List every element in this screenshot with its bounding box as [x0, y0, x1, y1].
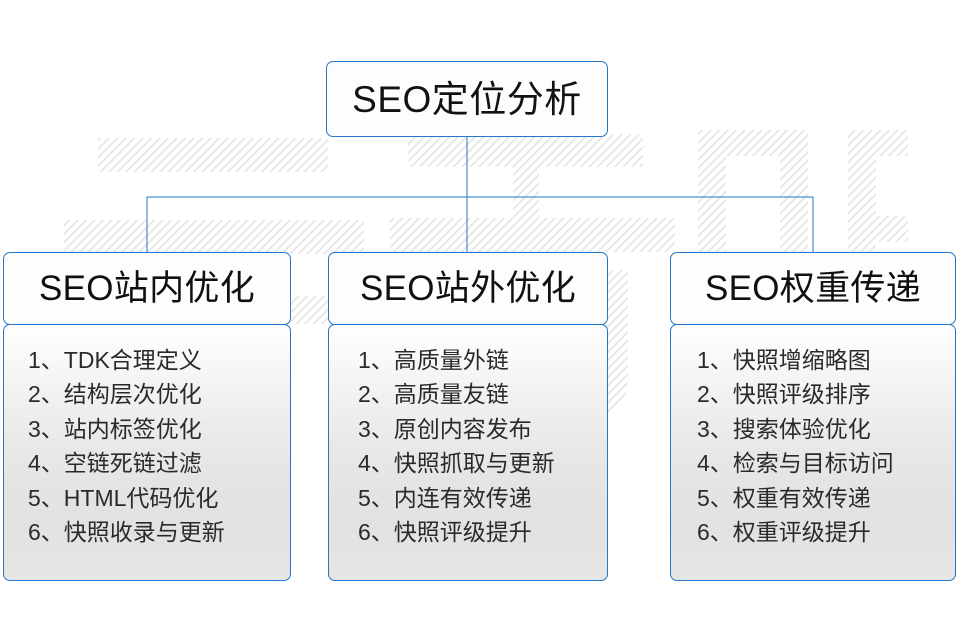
- list-item: 3、原创内容发布: [358, 415, 532, 442]
- column-header-label-1: SEO站内优化: [38, 269, 255, 308]
- column-seo-offsite: SEO站外优化 1、高质量外链 2、高质量友链 3、原创内容发布 4、快照抓取与…: [328, 252, 608, 581]
- list-item: 6、权重评级提升: [697, 519, 871, 546]
- list-item: 3、站内标签优化: [28, 415, 202, 442]
- column-seo-onsite: SEO站内优化 1、TDK合理定义 2、结构层次优化 3、站内标签优化 4、空链…: [3, 252, 291, 581]
- list-item: 1、快照增缩略图: [697, 346, 871, 373]
- list-item: 1、TDK合理定义: [28, 346, 202, 373]
- list-item: 4、空链死链过滤: [28, 450, 202, 477]
- list-item: 5、权重有效传递: [697, 484, 871, 511]
- list-item: 3、搜索体验优化: [697, 415, 871, 442]
- list-item: 5、内连有效传递: [358, 484, 532, 511]
- item-list-1: 1、TDK合理定义 2、结构层次优化 3、站内标签优化 4、空链死链过滤 5、H…: [4, 343, 290, 550]
- list-item: 6、快照评级提升: [358, 519, 532, 546]
- root-title-box[interactable]: SEO定位分析: [326, 61, 608, 137]
- list-item: 2、快照评级排序: [697, 381, 871, 408]
- list-item: 1、高质量外链: [358, 346, 509, 373]
- list-item: 2、高质量友链: [358, 381, 509, 408]
- item-list-2: 1、高质量外链 2、高质量友链 3、原创内容发布 4、快照抓取与更新 5、内连有…: [329, 343, 607, 550]
- column-seo-weight-transfer: SEO权重传递 1、快照增缩略图 2、快照评级排序 3、搜索体验优化 4、检索与…: [670, 252, 956, 581]
- column-header-1[interactable]: SEO站内优化: [3, 252, 291, 325]
- list-item: 2、结构层次优化: [28, 381, 202, 408]
- list-item: 6、快照收录与更新: [28, 519, 225, 546]
- list-item: 4、快照抓取与更新: [358, 450, 555, 477]
- list-item: 4、检索与目标访问: [697, 450, 894, 477]
- list-item: 5、HTML代码优化: [28, 484, 219, 511]
- column-header-3[interactable]: SEO权重传递: [670, 252, 956, 325]
- page-title: SEO定位分析: [352, 78, 582, 120]
- column-body-2: 1、高质量外链 2、高质量友链 3、原创内容发布 4、快照抓取与更新 5、内连有…: [328, 323, 608, 581]
- column-body-3: 1、快照增缩略图 2、快照评级排序 3、搜索体验优化 4、检索与目标访问 5、权…: [670, 323, 956, 581]
- item-list-3: 1、快照增缩略图 2、快照评级排序 3、搜索体验优化 4、检索与目标访问 5、权…: [671, 343, 955, 550]
- column-header-label-2: SEO站外优化: [359, 269, 576, 308]
- column-header-label-3: SEO权重传递: [704, 269, 921, 308]
- column-body-1: 1、TDK合理定义 2、结构层次优化 3、站内标签优化 4、空链死链过滤 5、H…: [3, 323, 291, 581]
- column-header-2[interactable]: SEO站外优化: [328, 252, 608, 325]
